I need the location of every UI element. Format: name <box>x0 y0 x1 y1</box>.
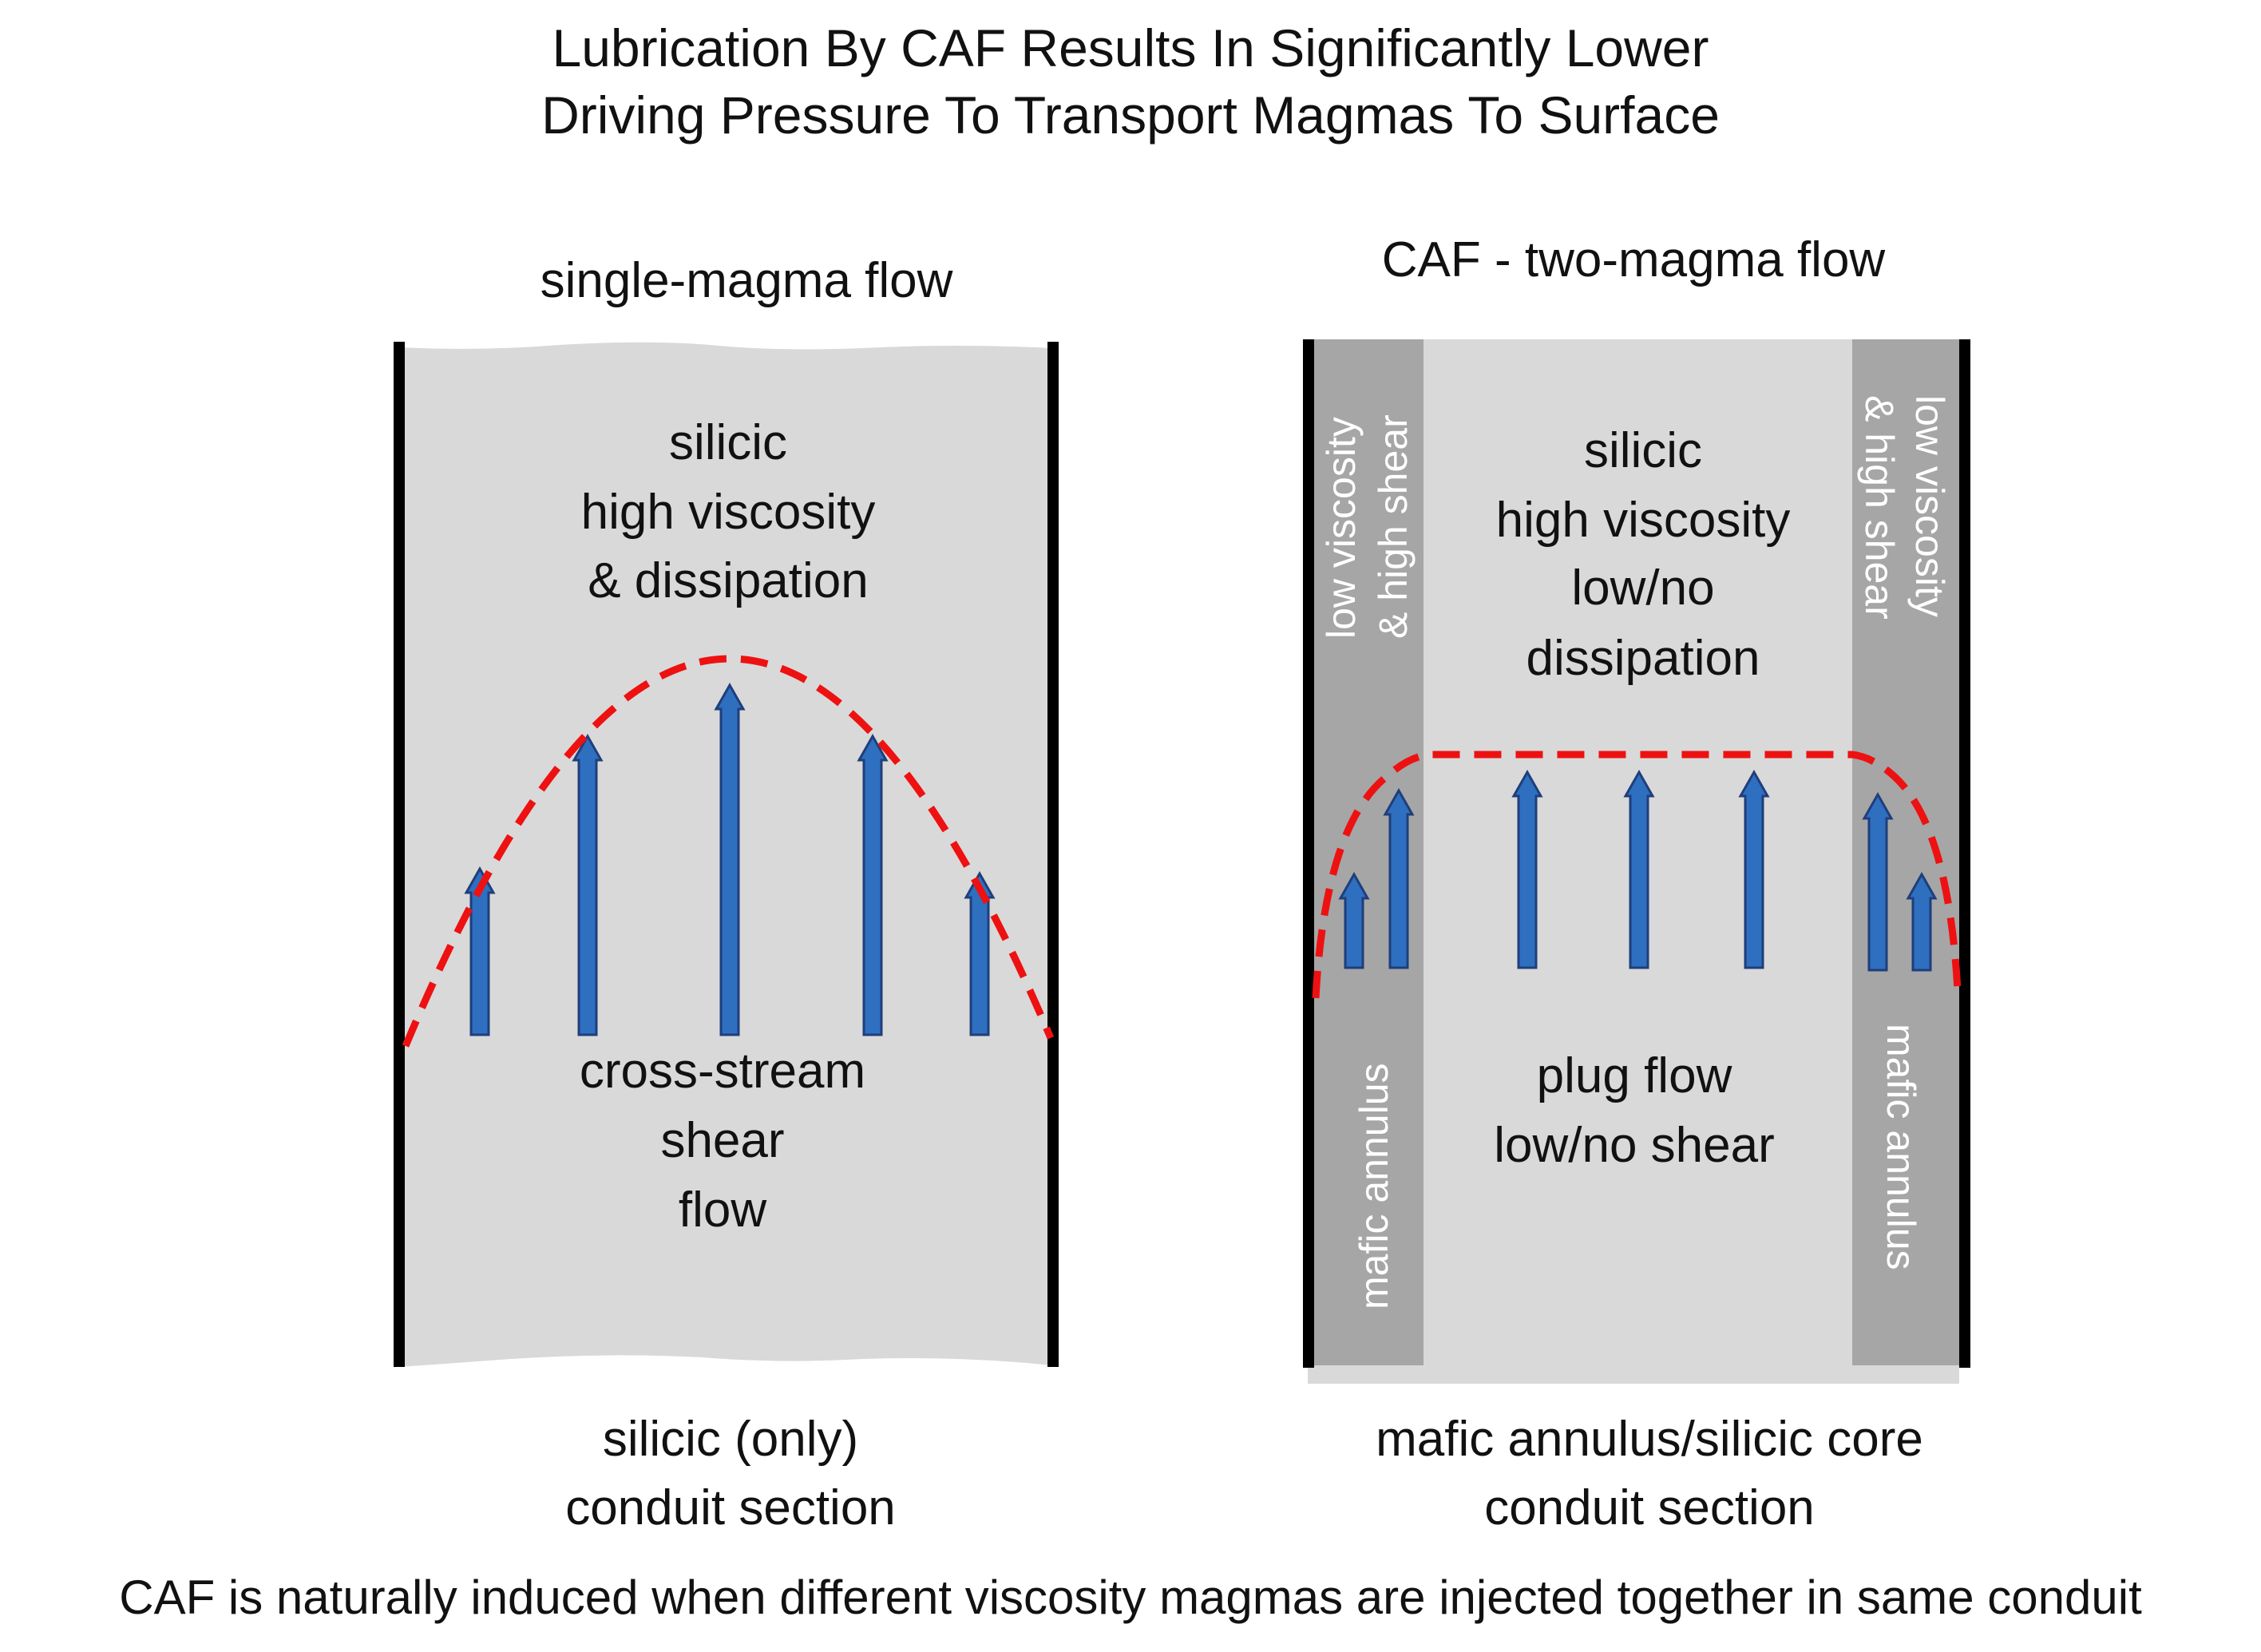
velocity-arrow-4 <box>1623 769 1655 969</box>
velocity-arrow-2 <box>572 733 604 1036</box>
left-core-line-3: & dissipation <box>588 553 869 608</box>
right-caption-line-2: conduit section <box>1484 1480 1815 1535</box>
left-annulus-top-label-2: & high shear <box>1371 414 1416 639</box>
velocity-arrow-4 <box>857 733 889 1036</box>
velocity-arrow-6 <box>1862 791 1894 972</box>
left-panel-heading: single-magma flow <box>540 253 953 308</box>
right-core-line-2: high viscosity <box>1496 493 1791 548</box>
velocity-arrow-2 <box>1383 787 1415 969</box>
two-magma-conduit: low viscosity & high shear mafic annulus… <box>1303 339 1970 1384</box>
velocity-arrow-3 <box>1511 769 1543 969</box>
right-panel-caption: mafic annulus/silicic core conduit secti… <box>1170 1405 2128 1543</box>
right-flow-line-2: low/no shear <box>1494 1118 1775 1173</box>
right-velocity-arrows <box>1338 769 1938 972</box>
footer-note: CAF is naturally induced when different … <box>119 1571 2142 1624</box>
left-annulus-top-label-1: low viscosity <box>1319 417 1364 639</box>
right-annulus-top-label-1: low viscosity <box>1907 395 1952 617</box>
right-core-line-1: silicic <box>1584 423 1702 478</box>
left-flow-line-2: shear <box>660 1113 784 1168</box>
left-flow-line-1: cross-stream <box>580 1044 865 1099</box>
right-annulus-bottom-label: mafic annulus <box>1879 1024 1923 1270</box>
right-flow-line-1: plug flow <box>1537 1048 1732 1103</box>
left-conduit-wall-left <box>394 342 405 1367</box>
left-caption-line-1: silicic (only) <box>602 1412 859 1467</box>
right-conduit-wall-left <box>1303 339 1314 1368</box>
velocity-arrow-3 <box>714 682 746 1036</box>
left-conduit-wall-right <box>1047 342 1059 1367</box>
left-caption-line-2: conduit section <box>565 1480 896 1535</box>
velocity-arrow-5 <box>1738 769 1770 969</box>
right-annulus-top-label-2: & high shear <box>1857 395 1902 620</box>
left-panel-caption: silicic (only) conduit section <box>251 1405 1210 1543</box>
single-magma-conduit: silicic high viscosity & dissipation cro… <box>394 342 1059 1367</box>
title-line-1: Lubrication By CAF Results In Significan… <box>552 18 1709 77</box>
right-panel-heading: CAF - two-magma flow <box>1381 232 1886 287</box>
left-core-line-2: high viscosity <box>581 485 876 540</box>
right-core-line-4: dissipation <box>1526 631 1760 686</box>
page-title: Lubrication By CAF Results In Significan… <box>0 14 2261 149</box>
velocity-arrow-1 <box>1338 871 1370 969</box>
velocity-arrow-7 <box>1906 871 1938 972</box>
left-core-line-1: silicic <box>669 415 787 470</box>
right-velocity-profile <box>1312 751 1962 999</box>
left-velocity-profile <box>402 655 1055 1048</box>
title-line-2: Driving Pressure To Transport Magmas To … <box>541 85 1720 145</box>
left-flow-line-3: flow <box>679 1183 766 1238</box>
right-conduit-wall-right <box>1959 339 1970 1368</box>
right-caption-line-1: mafic annulus/silicic core <box>1376 1412 1923 1467</box>
right-core-line-3: low/no <box>1571 561 1714 616</box>
left-annulus-bottom-label: mafic annulus <box>1352 1064 1396 1310</box>
left-velocity-arrows <box>464 682 996 1036</box>
velocity-arrow-5 <box>964 870 996 1036</box>
